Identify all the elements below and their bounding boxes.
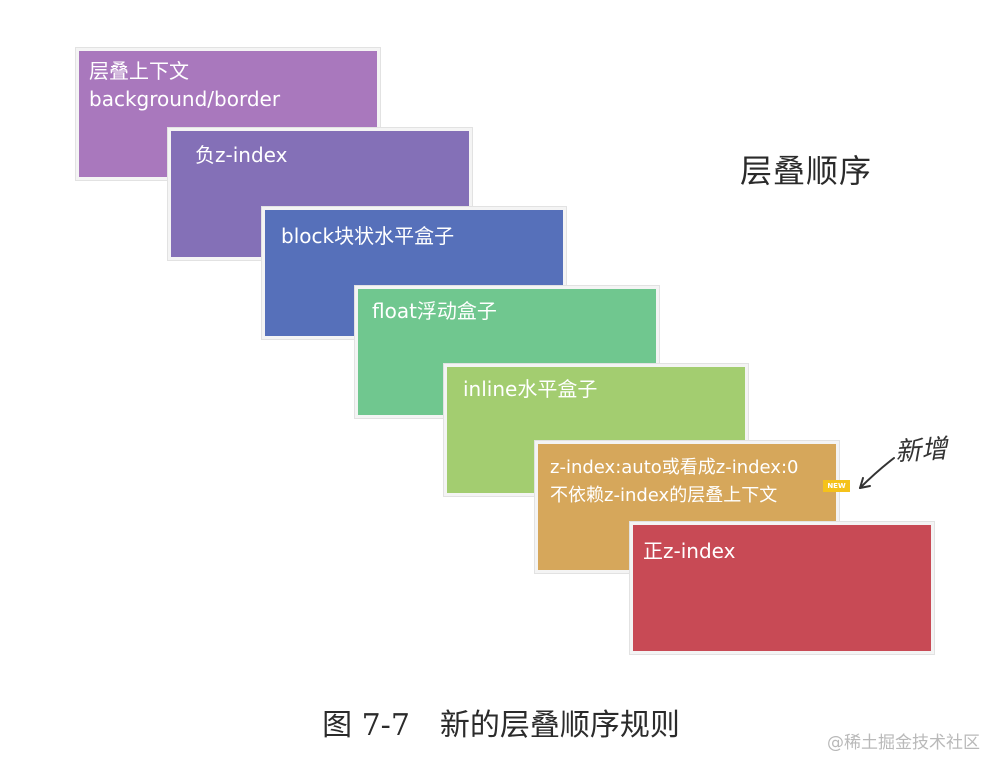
layer-label: 正z-index	[643, 539, 736, 563]
new-badge: NEW	[823, 480, 850, 492]
layer-inline-box: inline水平盒子	[444, 364, 748, 496]
arrow-icon	[859, 457, 895, 489]
layer-label: z-index:auto或看成z-index:0 不依赖z-index的层叠上下…	[550, 457, 799, 506]
watermark: @稀土掘金技术社区	[827, 733, 980, 753]
layer-label: float浮动盒子	[372, 299, 497, 323]
figure-caption: 图 7-7 新的层叠顺序规则	[322, 708, 680, 743]
layer-label: inline水平盒子	[463, 377, 598, 401]
layer-z-index-auto: z-index:auto或看成z-index:0 不依赖z-index的层叠上下…	[535, 441, 839, 573]
diagram-title: 层叠顺序	[740, 152, 873, 190]
layer-positive-z-index: 正z-index	[630, 522, 934, 654]
layer-label: 层叠上下文 background/border	[89, 59, 281, 111]
layer-label: block块状水平盒子	[281, 224, 455, 248]
layer-label: 负z-index	[195, 143, 288, 167]
handwritten-annotation: 新增	[894, 434, 949, 468]
